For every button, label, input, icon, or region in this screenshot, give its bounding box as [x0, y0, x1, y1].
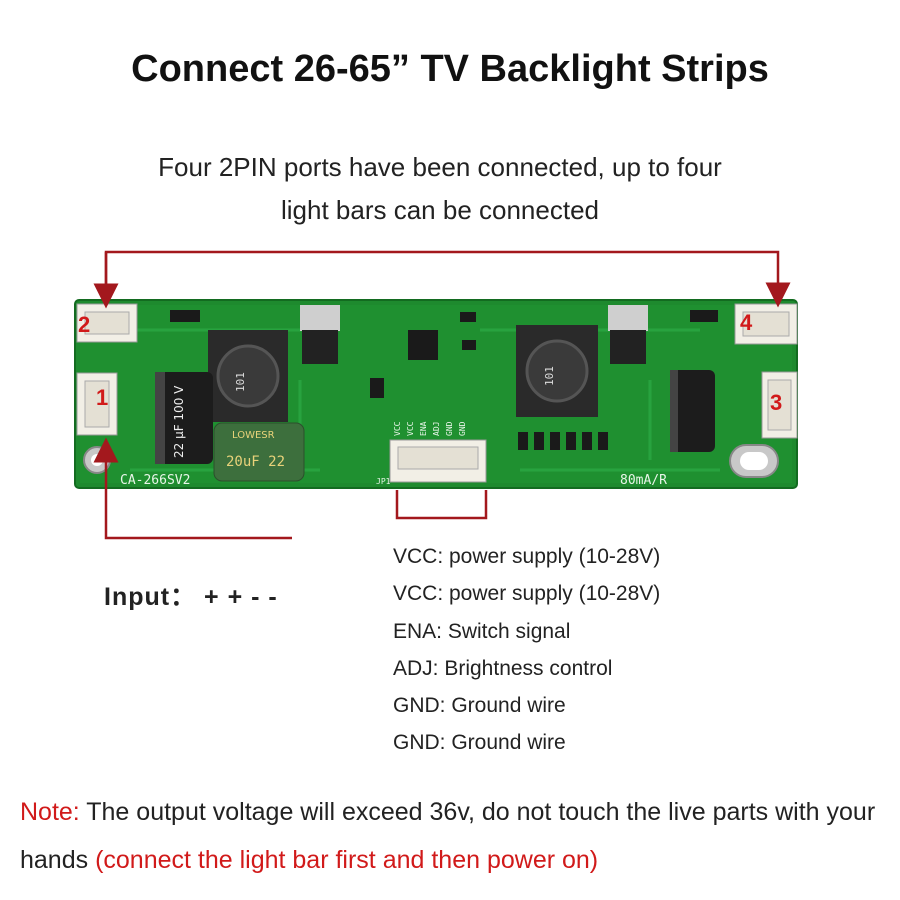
- pin-desc-2: VCC: power supply (10-28V): [393, 582, 661, 605]
- port-label-1: 1: [96, 385, 108, 410]
- header-ref-label: JP1: [376, 477, 391, 486]
- capacitor-left-label: 22 µF 100 V: [172, 385, 186, 458]
- arrow-2-to-4: [93, 250, 791, 309]
- input-label: Input： + + - -: [104, 583, 278, 611]
- port-label-2: 2: [78, 312, 90, 337]
- header-pin-label: ADJ: [432, 422, 441, 436]
- note-warning: (connect the light bar first and then po…: [95, 846, 599, 874]
- header-pin-label: GND: [445, 421, 454, 436]
- pin-desc-6: GND: Ground wire: [393, 731, 566, 754]
- subtitle-line-1: Four 2PIN ports have been connected, up …: [158, 152, 722, 182]
- resistor-array: [518, 432, 608, 450]
- inductor-left-label: 101: [234, 372, 247, 392]
- capacitor-small-label: 20uF 22: [226, 454, 285, 470]
- connector-4: [734, 303, 798, 345]
- arrow-input-to-1: [93, 437, 292, 540]
- header-pin-label: GND: [458, 421, 467, 436]
- port-label-3: 3: [770, 390, 782, 415]
- connector-1: [76, 372, 118, 436]
- capacitor-left: [155, 372, 213, 464]
- pin-desc-1: VCC: power supply (10-28V): [393, 545, 661, 568]
- page-title: Connect 26-65” TV Backlight Strips: [131, 48, 769, 90]
- board-current-label: 80mA/R: [620, 473, 667, 488]
- header-pin-label: VCC: [406, 421, 415, 436]
- header-pin-labels: VCC VCC ENA ADJ GND GND: [393, 421, 467, 436]
- capacitor-small: [213, 422, 305, 482]
- board-model-label: CA-266SV2: [120, 473, 190, 488]
- inductor-left: [208, 330, 288, 422]
- header-bracket: [395, 490, 488, 520]
- pin-desc-5: GND: Ground wire: [393, 694, 566, 717]
- input-header: [389, 439, 487, 483]
- pin-desc-4: ADJ: Brightness control: [393, 657, 613, 680]
- header-pin-label: ENA: [419, 421, 428, 436]
- connector-3: [761, 371, 798, 439]
- subtitle-line-2: light bars can be connected: [281, 195, 599, 225]
- mosfet-left: [300, 305, 340, 364]
- inductor-right-label: 101: [543, 366, 556, 386]
- note-paragraph: Note: The output voltage will exceed 36v…: [20, 788, 890, 884]
- ic-chip: [408, 330, 438, 360]
- connector-2: [76, 303, 138, 343]
- header-pin-label: VCC: [393, 421, 402, 436]
- capacitor-right: [670, 370, 715, 452]
- note-prefix: Note:: [20, 798, 80, 826]
- mosfet-right: [608, 305, 648, 364]
- note-text: The output voltage will exceed 36v, do n…: [20, 798, 876, 874]
- port-label-4: 4: [740, 310, 753, 335]
- capacitor-brand-label: LOWESR: [232, 430, 275, 441]
- inductor-right: [516, 325, 598, 417]
- pin-desc-3: ENA: Switch signal: [393, 620, 571, 643]
